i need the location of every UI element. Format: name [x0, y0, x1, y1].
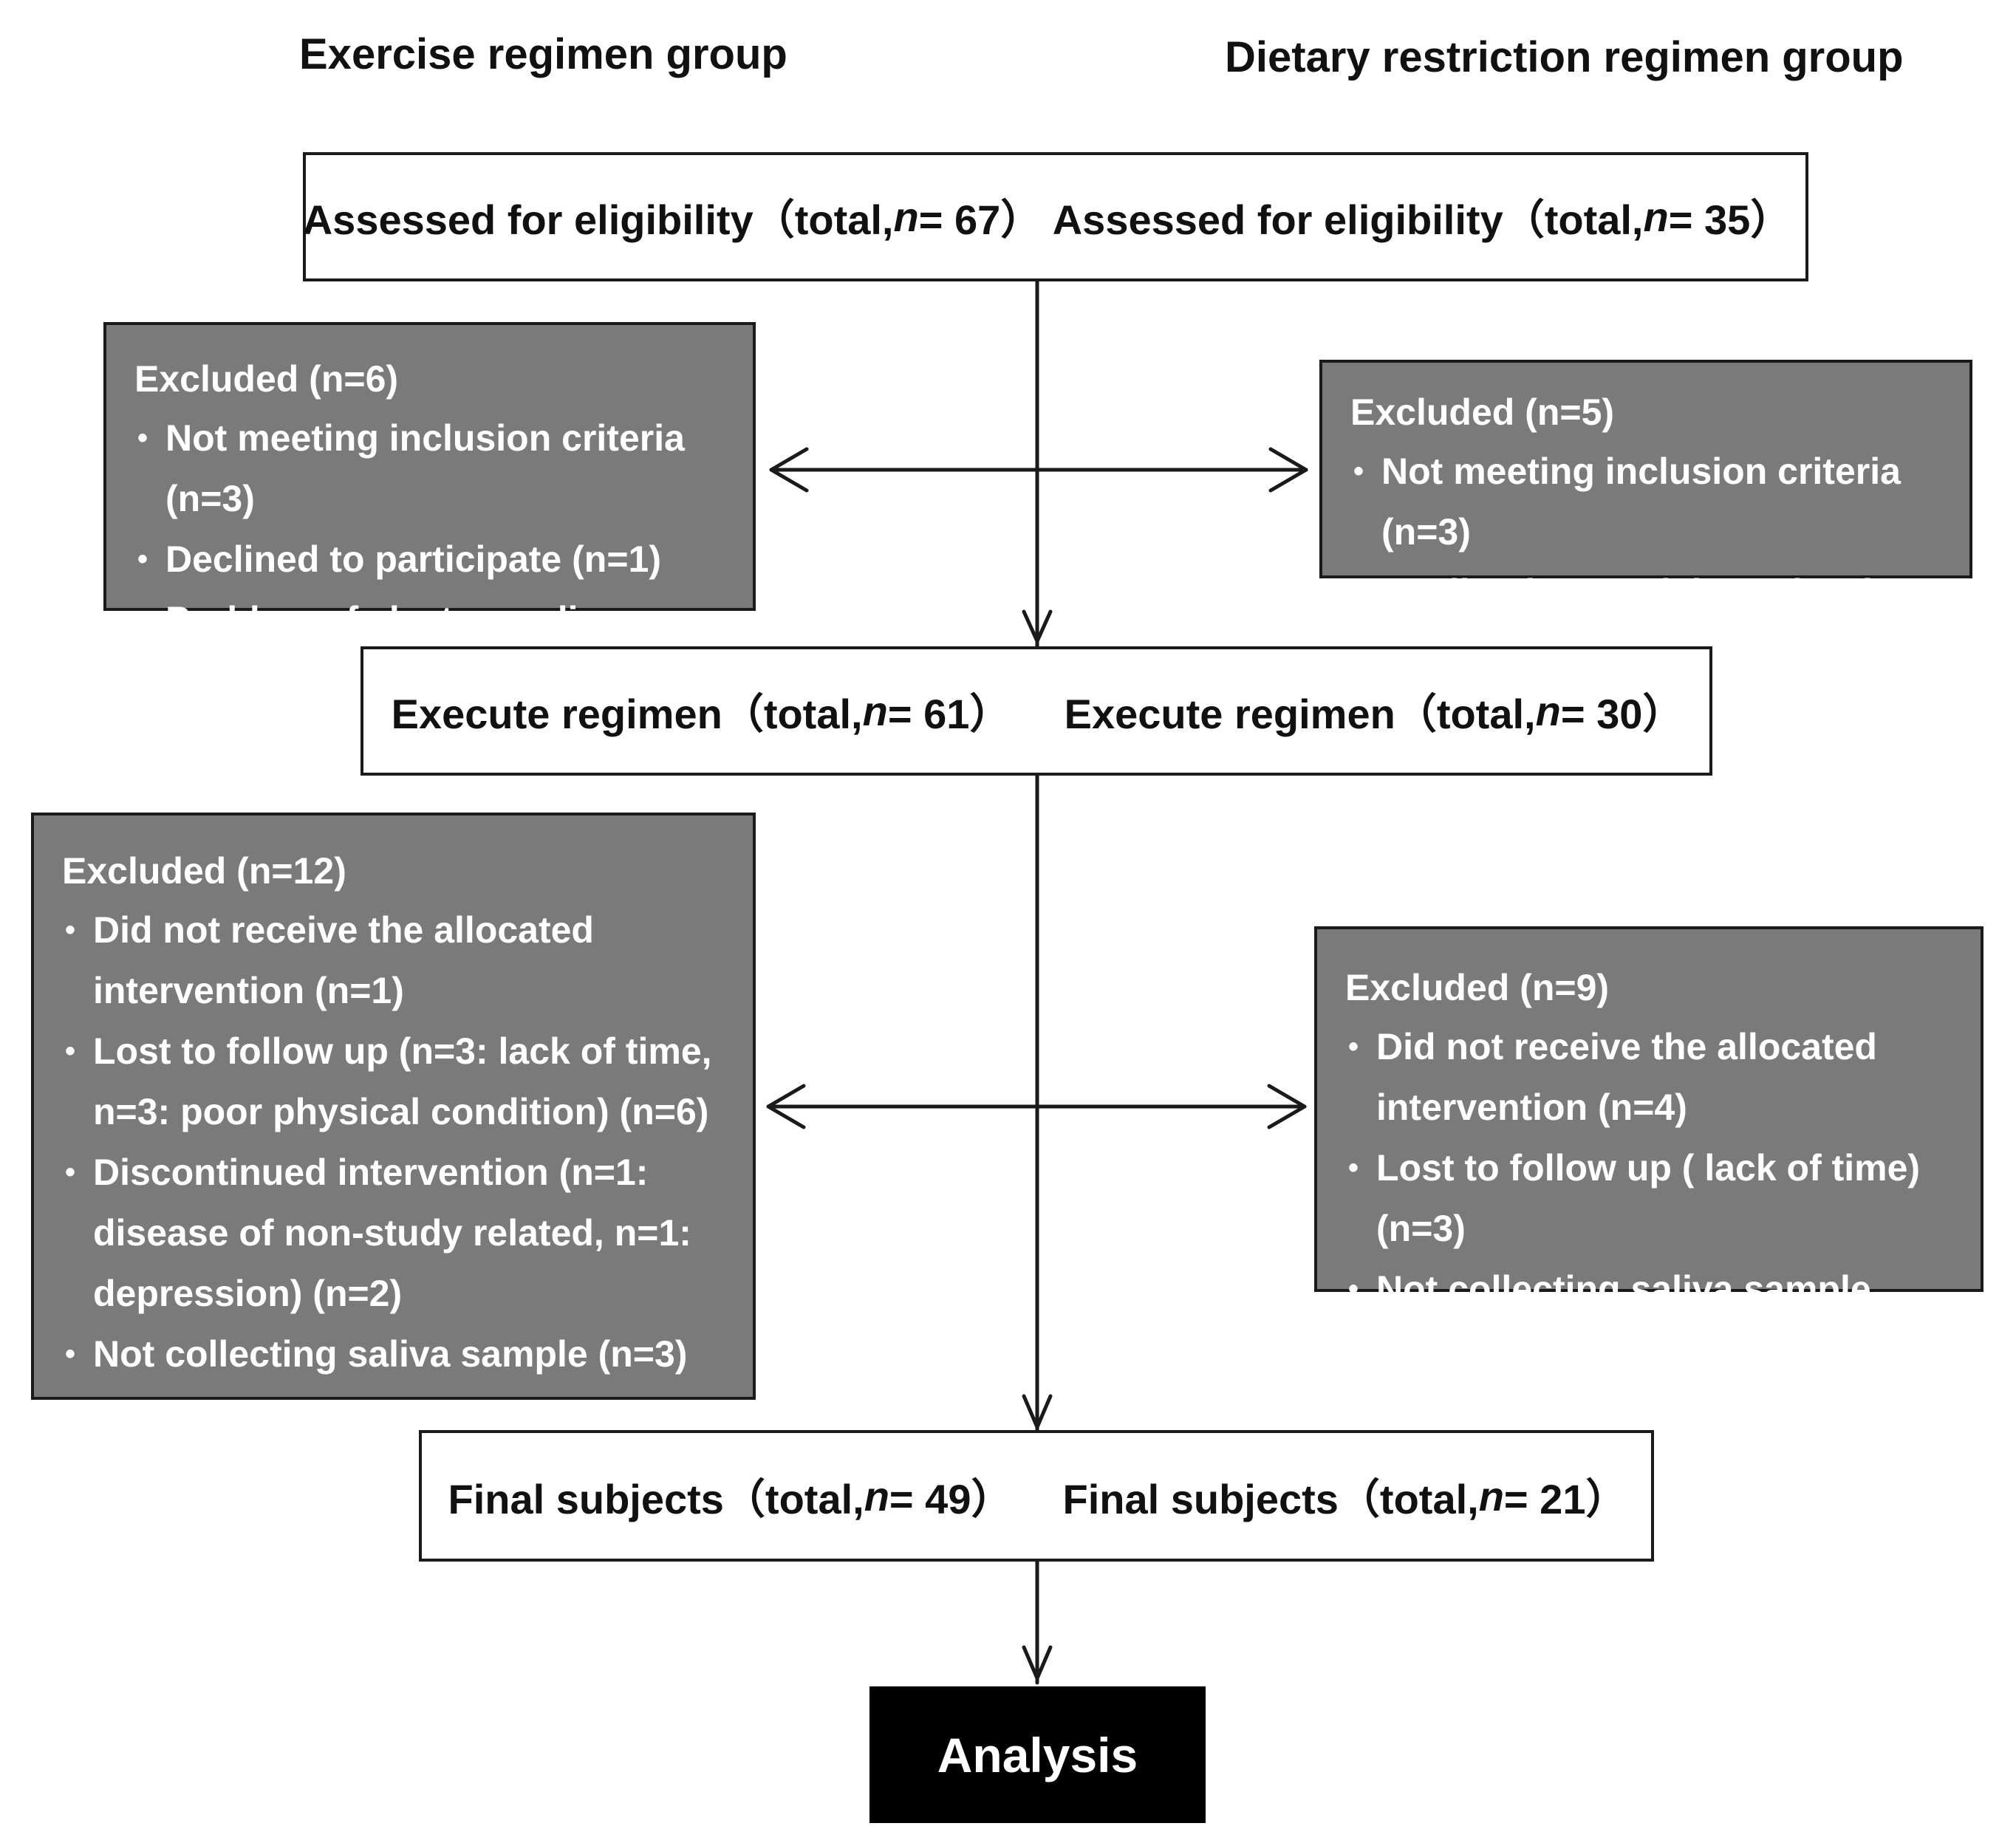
- execute-left-prefix: Execute regimen（total,: [391, 691, 863, 737]
- assessed-box: Assessed for eligibility（total, n = 67） …: [303, 152, 1808, 281]
- assessed-right-prefix: Assessed for eligibility（total,: [1052, 196, 1644, 243]
- execute-right-prefix: Execute regimen（total,: [1064, 691, 1536, 737]
- assessed-right-n: n: [1643, 194, 1669, 240]
- execute-right-suffix: = 30）: [1560, 691, 1684, 737]
- second-exclusion-arrow-left-head: [766, 1084, 806, 1129]
- final-subjects-box: Final subjects（total, n = 49） Final subj…: [419, 1430, 1654, 1562]
- execute-left: Execute regimen（total, n = 61）: [363, 649, 1039, 773]
- second-exclusion-left-item: Discontinued intervention (n=1: disease …: [62, 1142, 735, 1324]
- execute-left-n: n: [862, 688, 888, 734]
- assessed-left: Assessed for eligibility（total, n = 67）: [302, 155, 1042, 278]
- second-exclusion-right-item: Lost to follow up ( lack of time) (n=3): [1345, 1138, 1966, 1259]
- assessed-left-n: n: [893, 194, 919, 240]
- second-exclusion-left-item: Did not receive the allocated interventi…: [62, 900, 735, 1021]
- second-exclusion-arrow-right-head: [1267, 1084, 1307, 1129]
- first-exclusion-arrow-left-head: [769, 447, 809, 493]
- first-exclusion-left-item: Declined to participate (n=1): [134, 529, 738, 589]
- first-exclusion-right-item: Declined to participate (n=2): [1350, 562, 1955, 623]
- first-exclusion-left-title: Excluded (n=6): [134, 358, 399, 400]
- exercise-group-title: Exercise regimen group: [299, 30, 787, 78]
- second-exclusion-left-item: Not collecting saliva sample (n=3): [62, 1324, 735, 1384]
- execute-right-n: n: [1535, 688, 1561, 734]
- second-exclusion-right-title: Excluded (n=9): [1345, 967, 1610, 1008]
- execute-right: Execute regimen（total, n = 30）: [1039, 649, 1709, 773]
- execute-left-suffix: = 61）: [887, 691, 1011, 737]
- second-exclusion-right-item: Not collecting saliva sample (n=2): [1345, 1259, 1966, 1380]
- first-exclusion-left-item: Problem of electrocardiogram (n=2): [134, 589, 738, 711]
- first-exclusion-right-box: Excluded (n=5) Not meeting inclusion cri…: [1319, 360, 1972, 623]
- assessed-left-suffix: = 67）: [918, 196, 1042, 243]
- dietary-group-title: Dietary restriction regimen group: [1225, 33, 1904, 81]
- second-exclusion-right-item: Did not receive the allocated interventi…: [1345, 1016, 1966, 1138]
- final-right-suffix: = 21）: [1503, 1475, 1627, 1522]
- first-exclusion-right-title: Excluded (n=5): [1350, 391, 1615, 433]
- arrow-head-to-execute: [1022, 609, 1053, 643]
- execute-box: Execute regimen（total, n = 61） Execute r…: [361, 646, 1712, 776]
- final-left: Final subjects（total, n = 49）: [422, 1433, 1039, 1559]
- final-right-n: n: [1478, 1472, 1504, 1519]
- second-exclusion-left-box: Excluded (n=12) Did not receive the allo…: [31, 813, 756, 1400]
- final-left-n: n: [864, 1472, 889, 1519]
- assessed-right: Assessed for eligibility（total, n = 35）: [1039, 155, 1805, 278]
- final-left-prefix: Final subjects（total,: [448, 1475, 864, 1522]
- first-exclusion-left-box: Excluded (n=6) Not meeting inclusion cri…: [103, 322, 756, 701]
- analysis-box: Analysis: [869, 1686, 1206, 1823]
- arrow-head-to-analysis: [1022, 1645, 1053, 1680]
- assessed-left-prefix: Assessed for eligibility（total,: [302, 196, 894, 243]
- arrow-head-to-final: [1022, 1394, 1053, 1429]
- assessed-right-suffix: = 35）: [1668, 196, 1792, 243]
- second-exclusion-left-item: Lost to follow up (n=3: lack of time, n=…: [62, 1021, 735, 1142]
- second-exclusion-right-box: Excluded (n=9) Did not receive the alloc…: [1314, 926, 1983, 1370]
- second-exclusion-left-title: Excluded (n=12): [62, 850, 346, 892]
- final-left-suffix: = 49）: [889, 1475, 1013, 1522]
- first-exclusion-arrow-right-head: [1268, 447, 1308, 493]
- first-exclusion-right-item: Not meeting inclusion criteria (n=3): [1350, 441, 1955, 562]
- first-exclusion-left-item: Not meeting inclusion criteria (n=3): [134, 408, 738, 529]
- final-right: Final subjects（total, n = 21）: [1039, 1433, 1651, 1559]
- final-right-prefix: Final subjects（total,: [1062, 1475, 1479, 1522]
